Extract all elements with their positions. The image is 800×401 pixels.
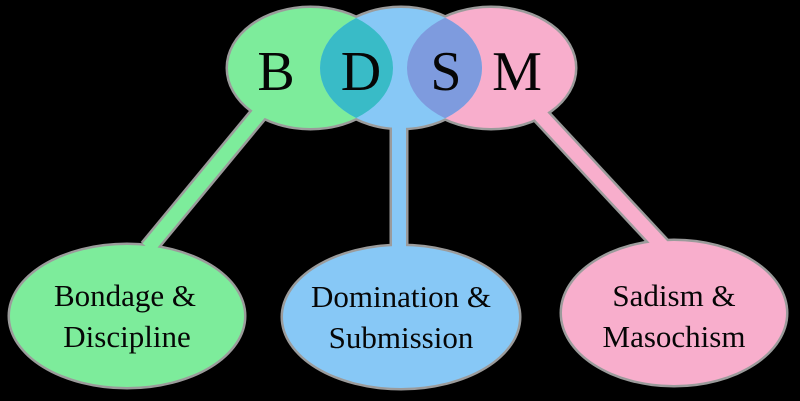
letter-m: M bbox=[492, 41, 542, 103]
sadism-label-line1: Sadism & bbox=[612, 278, 735, 313]
sadism-label-line2: Masochism bbox=[603, 319, 746, 354]
bottom-ellipse-bondage bbox=[10, 245, 244, 387]
bondage-label-line2: Discipline bbox=[63, 319, 190, 354]
domination-label-line2: Submission bbox=[329, 320, 474, 355]
letter-s: S bbox=[430, 41, 461, 103]
letter-d: D bbox=[341, 41, 381, 103]
connector-bondage-line bbox=[142, 93, 278, 253]
overlap-green-blue bbox=[320, 8, 393, 128]
overlap-blue-pink bbox=[407, 8, 482, 128]
connector-sadism-line bbox=[524, 99, 670, 253]
domination-label-line1: Domination & bbox=[311, 279, 491, 314]
letter-b: B bbox=[257, 41, 294, 103]
bottom-ellipse-domination bbox=[283, 246, 519, 388]
bondage-label-line1: Bondage & bbox=[54, 278, 196, 313]
bottom-ellipse-sadism bbox=[562, 241, 786, 385]
